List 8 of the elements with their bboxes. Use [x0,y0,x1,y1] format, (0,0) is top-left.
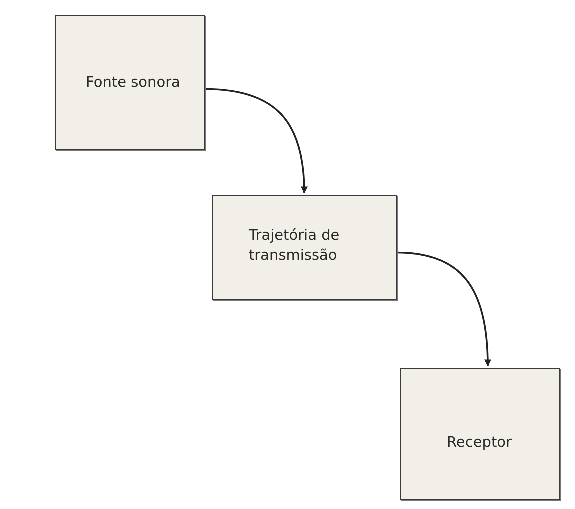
process-box [400,368,560,500]
box-label: Trajetória de transmissão [249,227,341,266]
curved-arrow [396,252,492,367]
process-box [212,195,397,300]
box-label: Fonte sonora [86,74,182,93]
box-label: Receptor [447,434,513,453]
curved-arrow [204,88,308,194]
process-box [55,15,205,150]
